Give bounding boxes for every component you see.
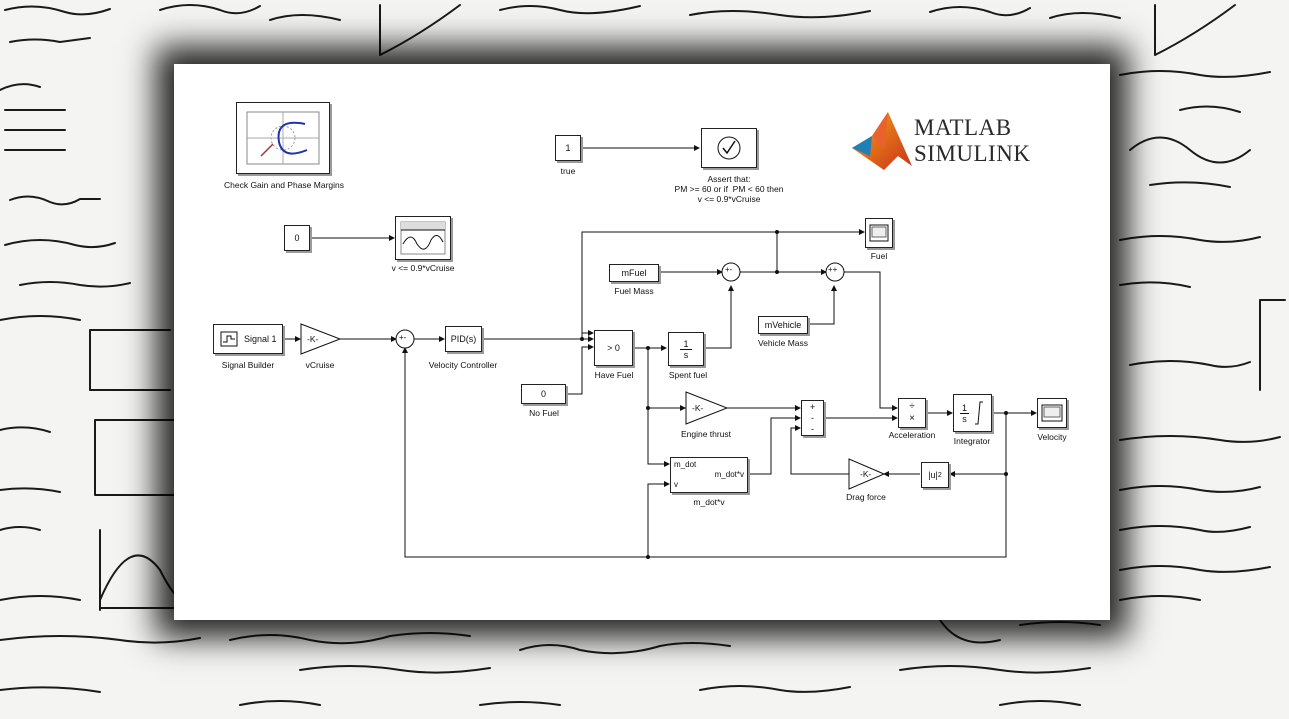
mass-sum-sign-2: + xyxy=(832,265,838,274)
divide-top: ÷ xyxy=(909,401,915,412)
mvehicle-constant-block[interactable]: mVehicle xyxy=(758,316,808,334)
velocity-label: Velocity xyxy=(1037,432,1067,442)
acceleration-divide-block[interactable]: ÷ × xyxy=(898,398,926,428)
check-circle-icon xyxy=(717,136,741,160)
force-sum-block[interactable]: + - - xyxy=(801,400,824,436)
mfuel-constant-block[interactable]: mFuel xyxy=(609,264,659,282)
vcruise-label: vCruise xyxy=(305,360,335,370)
simulink-canvas: Check Gain and Phase Margins 1 true Asse… xyxy=(174,64,1110,620)
spent-fuel-label: Spent fuel xyxy=(668,370,708,380)
spent-fuel-integrator-block[interactable]: 1 s xyxy=(668,332,704,366)
spent-fuel-den: s xyxy=(683,349,689,360)
block-diagram-wires xyxy=(283,145,1037,559)
fuel-sum-signs: +- xyxy=(725,265,732,274)
force-sum-sign-2: - xyxy=(811,412,814,423)
abs-square-exponent: 2 xyxy=(937,471,942,479)
mdot-v-product-block[interactable]: m_dot v m_dot*v xyxy=(670,457,748,493)
matlab-membrane-icon xyxy=(852,112,912,170)
vcruise-scope-label: v <= 0.9*vCruise xyxy=(391,263,455,273)
check-gain-label: Check Gain and Phase Margins xyxy=(223,180,345,190)
drag-gain-text: -K- xyxy=(860,469,872,479)
logo-matlab-text: MATLAB xyxy=(914,115,1012,140)
velocity-integrator-block[interactable]: 1 s xyxy=(953,394,992,432)
check-static-bound-block[interactable] xyxy=(395,216,451,260)
v-input-port: v xyxy=(674,480,678,489)
integral-sign-icon xyxy=(975,401,983,425)
mdot-input-port: m_dot xyxy=(674,460,697,469)
true-label: true xyxy=(560,166,576,176)
force-sum-sign-3: - xyxy=(811,423,814,434)
check-gain-phase-block[interactable] xyxy=(236,102,330,174)
engine-thrust-label: Engine thrust xyxy=(680,429,732,439)
main-sum-sign-1: + xyxy=(399,333,404,342)
no-fuel-constant-block[interactable]: 0 xyxy=(521,384,566,404)
drag-force-label: Drag force xyxy=(846,492,886,502)
scope-icon xyxy=(869,224,889,242)
scope-icon xyxy=(1041,404,1063,422)
engine-gain-text: -K- xyxy=(692,403,704,413)
mdot-v-output-port: m_dot*v xyxy=(714,470,744,479)
mass-sum-sign-1: + xyxy=(828,265,833,274)
abs-square-text: |u| xyxy=(928,470,938,480)
engine-thrust-gain-block xyxy=(685,391,729,425)
integrator-label: Integrator xyxy=(953,436,991,446)
spent-fuel-num: 1 xyxy=(680,339,692,350)
zero-constant-block[interactable]: 0 xyxy=(284,225,310,251)
integrator-den: s xyxy=(962,413,967,424)
fuel-scope-label: Fuel xyxy=(870,251,888,261)
mvehicle-label: Vehicle Mass xyxy=(757,338,809,348)
bode-plot-icon xyxy=(246,111,320,165)
true-constant-block[interactable]: 1 xyxy=(555,135,581,161)
fuel-scope-block[interactable] xyxy=(865,218,893,248)
signal-builder-icon xyxy=(220,331,238,347)
vcruise-gain-block xyxy=(300,323,342,355)
matlab-simulink-logo: MATLAB SIMULINK xyxy=(850,110,1050,176)
mdot-v-label: m_dot*v xyxy=(693,497,725,507)
signal-builder-label: Signal Builder xyxy=(221,360,275,370)
integrator-fraction: 1 s xyxy=(959,402,969,424)
signal-builder-block[interactable]: Signal 1 xyxy=(213,324,283,354)
assert-block[interactable] xyxy=(701,128,757,168)
assert-label: Assert that: PM >= 60 or if PM < 60 then… xyxy=(674,174,784,204)
vcruise-gain-text: -K- xyxy=(307,334,319,344)
fuel-sum-sign-1: + xyxy=(725,265,730,274)
velocity-scope-block[interactable] xyxy=(1037,398,1067,428)
signal-builder-port: Signal 1 xyxy=(244,334,277,344)
no-fuel-label: No Fuel xyxy=(529,408,559,418)
have-fuel-switch-block[interactable]: > 0 xyxy=(594,330,633,366)
have-fuel-label: Have Fuel xyxy=(594,370,634,380)
main-sum-sign-2: - xyxy=(403,333,407,342)
main-sum-signs: +- xyxy=(399,333,406,342)
fuel-sum-sign-2: - xyxy=(729,265,733,274)
abs-square-block[interactable]: |u|2 xyxy=(921,462,949,488)
drag-force-gain-block xyxy=(848,458,886,490)
acceleration-label: Acceleration xyxy=(888,430,936,440)
logo-simulink-text: SIMULINK xyxy=(914,141,1031,166)
mfuel-label: Fuel Mass xyxy=(614,286,654,296)
pid-controller-block[interactable]: PID(s) xyxy=(445,326,482,352)
bound-plot-icon xyxy=(400,221,446,255)
divide-bottom: × xyxy=(909,413,915,424)
mass-sum-signs: ++ xyxy=(828,265,837,274)
integrator-num: 1 xyxy=(959,402,969,414)
force-sum-sign-1: + xyxy=(809,401,816,412)
pid-label: Velocity Controller xyxy=(428,360,498,370)
